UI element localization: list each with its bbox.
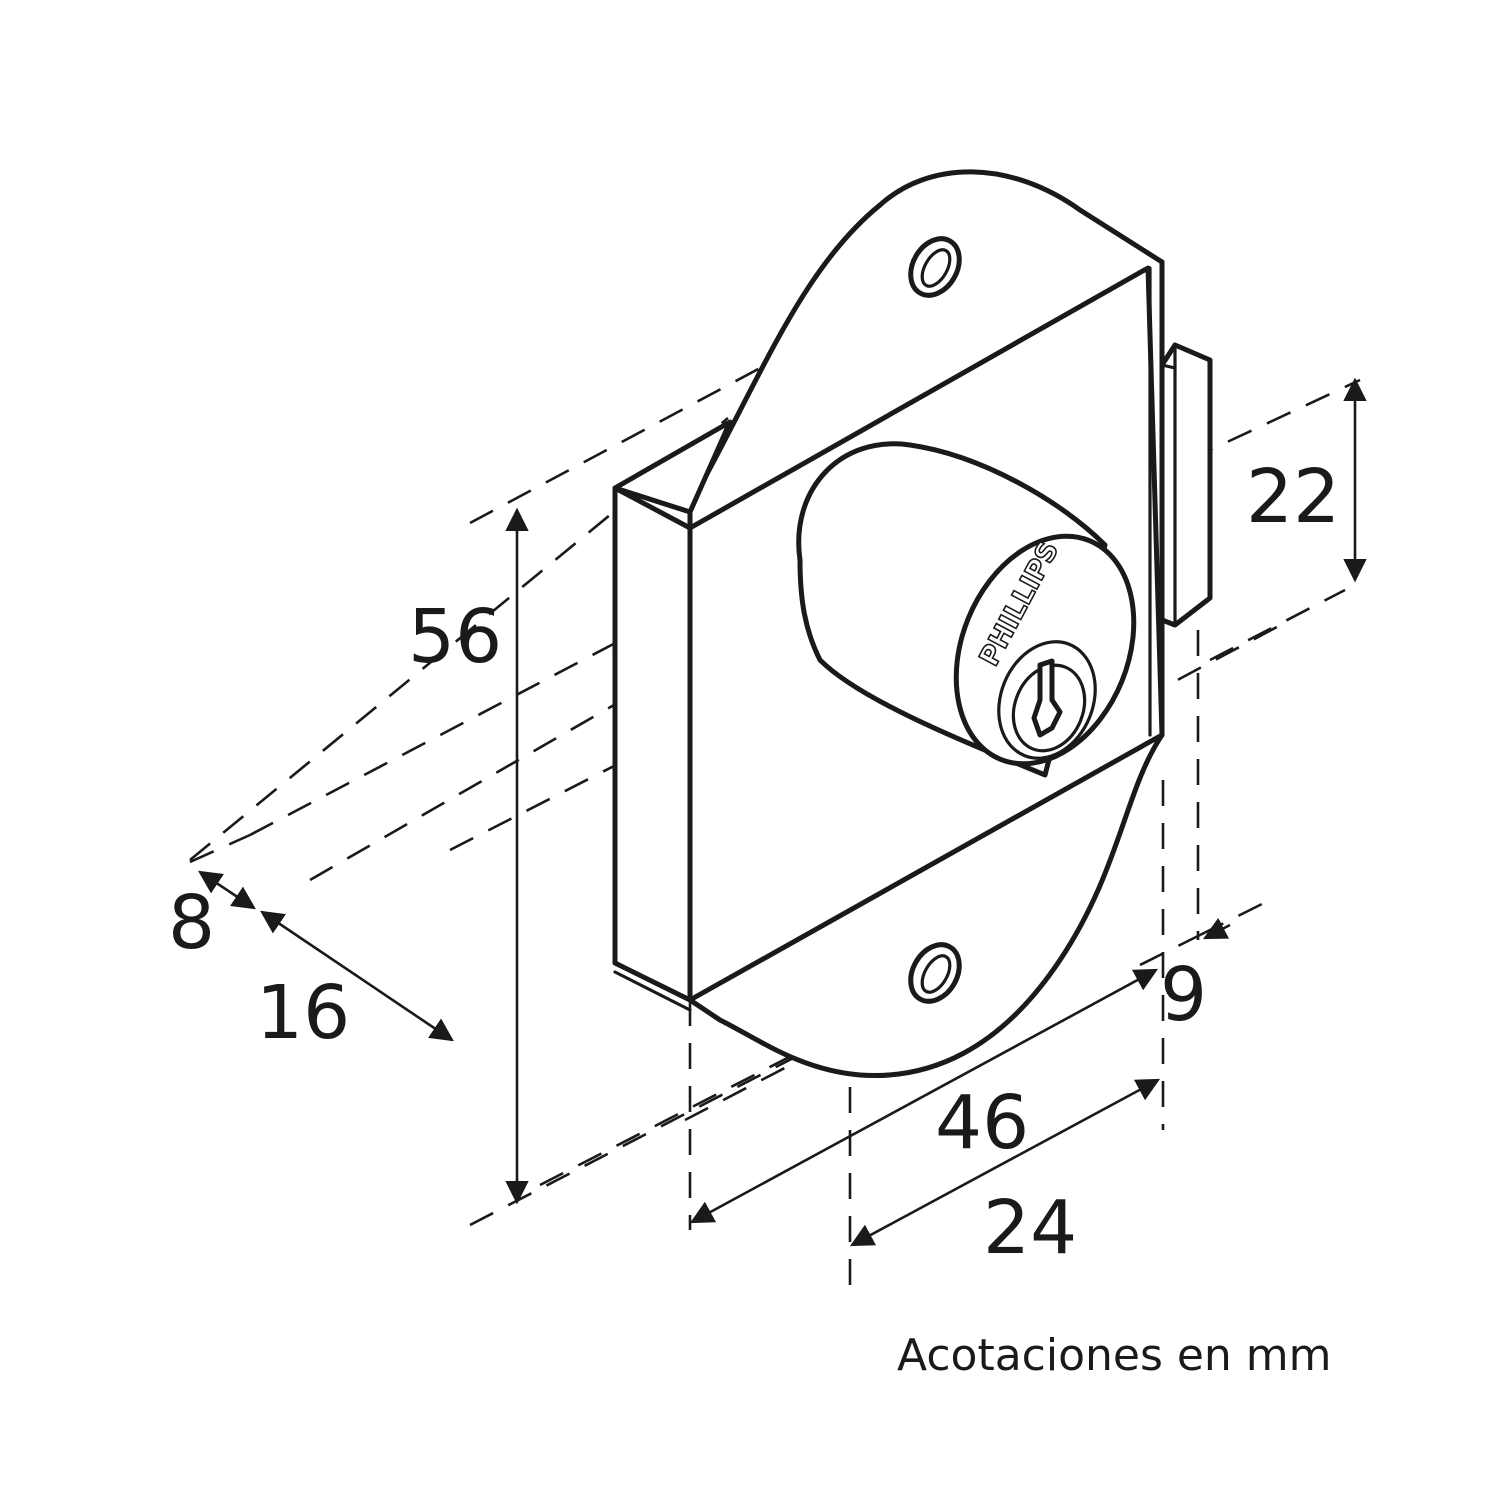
dimension-lines — [198, 377, 1367, 1247]
label-8: 8 — [168, 880, 215, 966]
label-46: 46 — [935, 1080, 1029, 1166]
label-24: 24 — [983, 1185, 1077, 1271]
dim-8-line — [198, 870, 256, 910]
units-note: Acotaciones en mm — [897, 1330, 1332, 1381]
dim-24-line — [849, 1078, 1161, 1247]
dim-16-line — [260, 910, 454, 1042]
cylinder-face — [953, 533, 1137, 767]
lock-body: PHILLIPS — [612, 169, 1213, 1079]
label-56: 56 — [408, 594, 502, 680]
latch-bolt — [1159, 342, 1213, 628]
label-22: 22 — [1246, 454, 1340, 540]
front-flange-top — [612, 419, 733, 515]
label-16: 16 — [256, 970, 350, 1056]
front-flange-left — [612, 485, 693, 1003]
dim-9-line — [1202, 917, 1231, 940]
label-9: 9 — [1160, 952, 1207, 1038]
dimension-labels: 56 22 8 16 46 24 9 — [168, 454, 1340, 1271]
keyway — [1031, 658, 1063, 738]
